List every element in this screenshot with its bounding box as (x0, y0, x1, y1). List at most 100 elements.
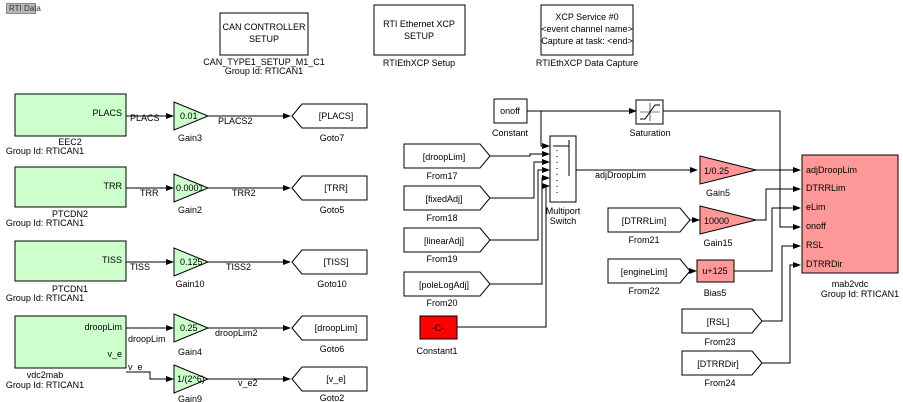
gain10-block[interactable]: 0.125 (173, 247, 210, 277)
signal-placs2: PLACS2 (218, 116, 253, 126)
goto2-block[interactable]: [v_e] (291, 366, 368, 392)
xcp-service-block[interactable]: XCP Service #0 <event channel name> Capt… (540, 4, 634, 56)
ptcdn1-group: Group Id: RTICAN1 (6, 293, 84, 303)
eec2-group: Group Id: RTICAN1 (6, 146, 84, 156)
from19-block[interactable]: [linearAdj] (403, 227, 491, 253)
goto7-name: Goto7 (320, 133, 345, 143)
from21-block[interactable]: [DTRRLim] (607, 207, 691, 233)
vdc2mab-group: Group Id: RTICAN1 (6, 380, 84, 390)
from21-name: From21 (628, 235, 659, 245)
can-setup-line1: CAN CONTROLLER (222, 22, 306, 32)
vdc2mab-name: vdc2mab (27, 370, 64, 380)
constant1-name: Constant1 (416, 346, 457, 356)
gain15-block[interactable]: 10000 (699, 205, 757, 235)
goto5-block[interactable]: [TRR] (291, 175, 368, 201)
signal-trr2: TRR2 (232, 188, 256, 198)
from17-tag: [droopLim] (423, 152, 466, 162)
gain4-name: Gain4 (178, 347, 202, 357)
mab2vdc-block[interactable]: adjDroopLim DTRRLim eLim onoff RSL DTRRD… (801, 154, 899, 274)
from21-tag: [DTRRLim] (622, 216, 667, 226)
gain3-block[interactable]: 0.01 (173, 101, 210, 131)
from17-block[interactable]: [droopLim] (403, 143, 491, 169)
from22-name: From22 (628, 286, 659, 296)
from24-block[interactable]: [DTRRDir] (681, 350, 763, 376)
goto7-tag: [PLACS] (319, 111, 354, 121)
xcp-service-caption: RTIEthXCP Data Capture (536, 58, 638, 68)
rti-ethernet-xcp-setup-block[interactable]: RTI Ethernet XCP SETUP (373, 4, 466, 56)
constant1-block[interactable]: -C- (419, 315, 458, 340)
goto2-tag: [v_e] (326, 374, 346, 384)
from19-tag: [linearAdj] (424, 236, 464, 246)
signal-trr: TRR (140, 188, 159, 198)
goto7-block[interactable]: [PLACS] (291, 103, 368, 129)
goto2-name: Goto2 (320, 393, 345, 402)
vdc2mab-port-drooplim: droopLim (84, 322, 122, 332)
constant-name: Constant (492, 128, 529, 138)
signal-drooplim: droopLim (128, 334, 166, 344)
ptcdn2-block[interactable]: TRR (14, 166, 127, 208)
eec2-block[interactable]: PLACS (14, 93, 127, 137)
ptcdn2-group: Group Id: RTICAN1 (6, 218, 84, 228)
goto10-tag: [TISS] (323, 257, 348, 267)
saturation-block[interactable] (635, 99, 664, 125)
goto5-name: Goto5 (320, 205, 345, 215)
from19-name: From19 (426, 254, 457, 264)
signal-ve2: v_e2 (238, 378, 258, 388)
from17-name: From17 (426, 171, 457, 181)
gain5-name: Gain5 (706, 188, 730, 198)
from18-block[interactable]: [fixedAdj] (403, 185, 491, 211)
ptcdn1-block[interactable]: TISS (14, 240, 127, 282)
ptcdn2-port: TRR (104, 181, 123, 191)
can-setup-line2: SETUP (249, 34, 279, 44)
xcp-service-line1: XCP Service #0 (555, 12, 618, 22)
signal-placs: PLACS (130, 113, 160, 123)
vdc2mab-block[interactable]: droopLim v_e (14, 315, 127, 369)
rti-data-tag: RTI Data (6, 3, 41, 14)
can-controller-setup-block[interactable]: CAN CONTROLLER SETUP (219, 12, 309, 56)
goto6-block[interactable]: [droopLim] (291, 315, 368, 341)
from20-block[interactable]: [poleLogAdj] (403, 271, 491, 297)
gain15-name: Gain15 (703, 238, 732, 248)
goto10-block[interactable]: [TISS] (291, 249, 368, 275)
can-setup-caption: CAN_TYPE1_SETUP_M1_C1 (203, 57, 325, 67)
ptcdn1-port: TISS (102, 255, 122, 265)
mab2vdc-port-adjdrooplim: adjDroopLim (806, 165, 857, 175)
from20-name: From20 (426, 298, 457, 308)
eec2-name: EEC2 (58, 137, 82, 147)
from22-tag: [engineLim] (621, 267, 668, 277)
eec2-port: PLACS (92, 108, 122, 118)
gain9-block[interactable]: 1/(2^6) (173, 364, 210, 394)
goto6-tag: [droopLim] (315, 323, 358, 333)
gain4-block[interactable]: 0.25 (173, 313, 210, 343)
gain9-name: Gain9 (178, 394, 202, 402)
gain2-block[interactable]: 0.0001 (173, 173, 210, 203)
goto5-tag: [TRR] (324, 183, 348, 193)
gain4-value: 0.25 (180, 323, 198, 333)
from22-block[interactable]: [engineLim] (607, 258, 691, 284)
from23-tag: [RSL] (707, 317, 730, 327)
gain9-value: 1/(2^6) (177, 374, 205, 384)
multiport-switch-block[interactable] (549, 135, 577, 203)
xcp-setup-caption: RTIEthXCP Setup (383, 58, 455, 68)
gain15-value: 10000 (704, 216, 729, 226)
gain5-value: 1/0.25 (704, 166, 729, 176)
mab2vdc-port-elim: eLim (806, 202, 826, 212)
from24-tag: [DTRRDir] (697, 359, 739, 369)
multiport-name1: Multiport (546, 206, 581, 216)
constant-block[interactable]: onoff (493, 98, 528, 124)
bias5-block[interactable]: u+125 (696, 259, 735, 283)
from23-block[interactable]: [RSL] (681, 308, 763, 334)
from23-name: From23 (704, 337, 735, 347)
multiport-name2: Switch (550, 216, 577, 226)
vdc2mab-port-ve: v_e (107, 349, 122, 359)
gain5-block[interactable]: 1/0.25 (699, 155, 757, 185)
mab2vdc-port-dtrrlim: DTRRLim (806, 183, 846, 193)
from18-tag: [fixedAdj] (425, 194, 462, 204)
from24-name: From24 (704, 378, 735, 388)
ptcdn1-name: PTCDN1 (52, 284, 88, 294)
gain3-value: 0.01 (180, 111, 198, 121)
bias5-name: Bias5 (704, 288, 727, 298)
gain10-value: 0.125 (180, 257, 203, 267)
goto6-name: Goto6 (320, 344, 345, 354)
